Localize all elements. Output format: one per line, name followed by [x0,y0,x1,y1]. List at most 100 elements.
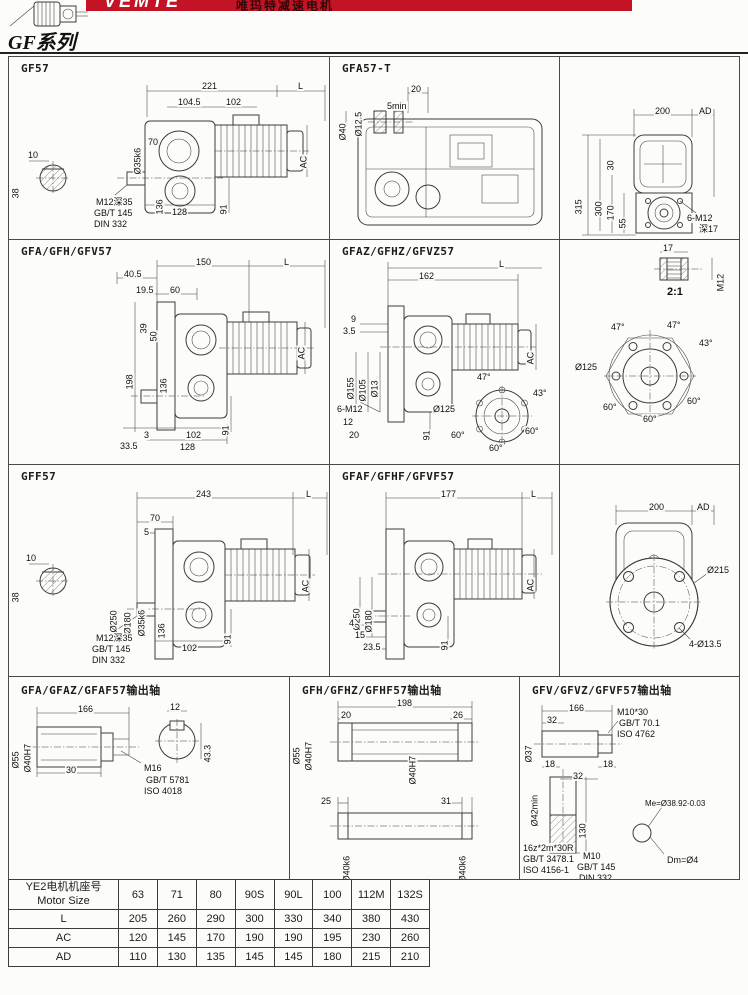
size-value: 290 [195,909,236,929]
dim-label: 102 [185,430,203,441]
dim-label: M12深35 [95,197,134,208]
dim-label: 3.5 [342,326,357,337]
panel-gf57: GF57 [8,56,330,240]
dim-label: 15 [354,630,367,641]
dim-label: 4 [348,618,356,629]
dim-label: L [283,257,291,268]
dim-label: Ø35k6 [136,608,147,638]
size-value: 210 [390,947,430,967]
technical-drawing [116,260,326,444]
gearmotor-icon [9,1,88,27]
dim-label: 26 [452,710,465,721]
dim-label: 55 [617,217,628,230]
dim-label: ISO 4762 [616,729,657,740]
dim-label: 12 [342,417,355,428]
dim-label: Ø215 [706,565,731,576]
dim-label: M10 [582,851,602,862]
technical-drawing [29,85,326,214]
dim-label: 40.5 [123,269,143,280]
dim-label: M12 [715,272,726,293]
dim-label: 30 [65,765,78,776]
dim-label: 128 [171,207,189,218]
dim-label: GB/T 3478.1 [522,854,575,865]
brand-ribbon: VEMTE 唯玛特减速电机 [86,0,632,11]
dim-label: 32 [546,715,559,726]
technical-drawing [355,262,542,446]
dim-label: 104.5 [177,97,202,108]
dim-label: Ø125 [432,404,457,415]
header-rule [0,52,748,54]
dim-label: 60° [642,414,658,425]
dim-label: 33.5 [119,441,139,452]
size-value: 135 [195,947,236,967]
dim-label: 200 [648,502,666,513]
dim-label: 136 [156,622,167,640]
table-col-header: 80 [195,879,236,910]
dim-label: 20 [348,430,361,441]
technical-drawing [606,505,715,650]
panel-title: GFA/GFAZ/GFAF57输出轴 [21,684,161,697]
dim-label: 60° [524,426,540,437]
row-label: AC [8,928,119,948]
dim-label: 60° [450,430,466,441]
table-col-header: 63 [118,879,158,910]
dim-label: 70 [147,137,160,148]
dim-label: 162 [418,271,436,282]
size-value: 205 [118,909,158,929]
dim-label: 10 [27,150,40,161]
dim-label: Ø42min [529,793,540,828]
dim-label: Ø125 [574,362,599,373]
dim-label: M16 [143,763,163,774]
dim-label: 5 [143,527,151,538]
dim-label: 136 [154,198,165,216]
dim-label: 9 [350,314,358,325]
panel-title: GFV/GFVZ/GFVF57输出轴 [532,684,672,697]
dim-label: 43° [698,338,714,349]
dim-label: ISO 4018 [143,786,184,797]
size-value: 340 [312,909,353,929]
dim-label: L [305,489,313,500]
dim-label: 136 [158,377,169,395]
dim-label: Dm=Ø4 [666,855,700,866]
dim-label: Ø55 [291,746,302,766]
size-value: 170 [195,928,236,948]
size-value: 145 [273,947,314,967]
dim-label: 91 [220,424,231,437]
size-value: 380 [351,909,392,929]
panel-title: GFF57 [21,470,57,483]
row-label: L [8,909,119,929]
dim-label: GB/T 70.1 [618,718,661,729]
technical-drawing [356,492,553,660]
table-header-en: Motor Size [37,894,90,907]
table-col-header: 132S [390,879,430,910]
dim-label: 20 [340,710,353,721]
technical-drawing [29,707,202,777]
dim-label: Ø40k6 [341,854,352,879]
dim-label: 198 [124,373,135,391]
dim-label: 25 [320,796,333,807]
panel-gfa-gfh-gfv57: GFA/GFH/GFV57 [8,239,330,465]
size-value: 215 [351,947,392,967]
dim-label: Ø105 [357,378,368,403]
dim-label: 32 [572,771,585,782]
dim-label: GB/T 145 [576,862,617,873]
dim-label: 16z*2m*30R [522,843,575,854]
panel-gff57: GFF57 [8,464,330,677]
size-value: 145 [156,928,197,948]
size-value: 300 [234,909,275,929]
dim-label: 2:1 [666,286,684,299]
table-col-header: 71 [156,879,197,910]
dim-label: ISO 4156-1 [522,865,571,876]
dim-label: 166 [568,703,586,714]
dim-label: 221 [201,81,219,92]
dim-label: 5min [386,101,408,112]
dim-label: Ø12.5 [353,110,364,138]
